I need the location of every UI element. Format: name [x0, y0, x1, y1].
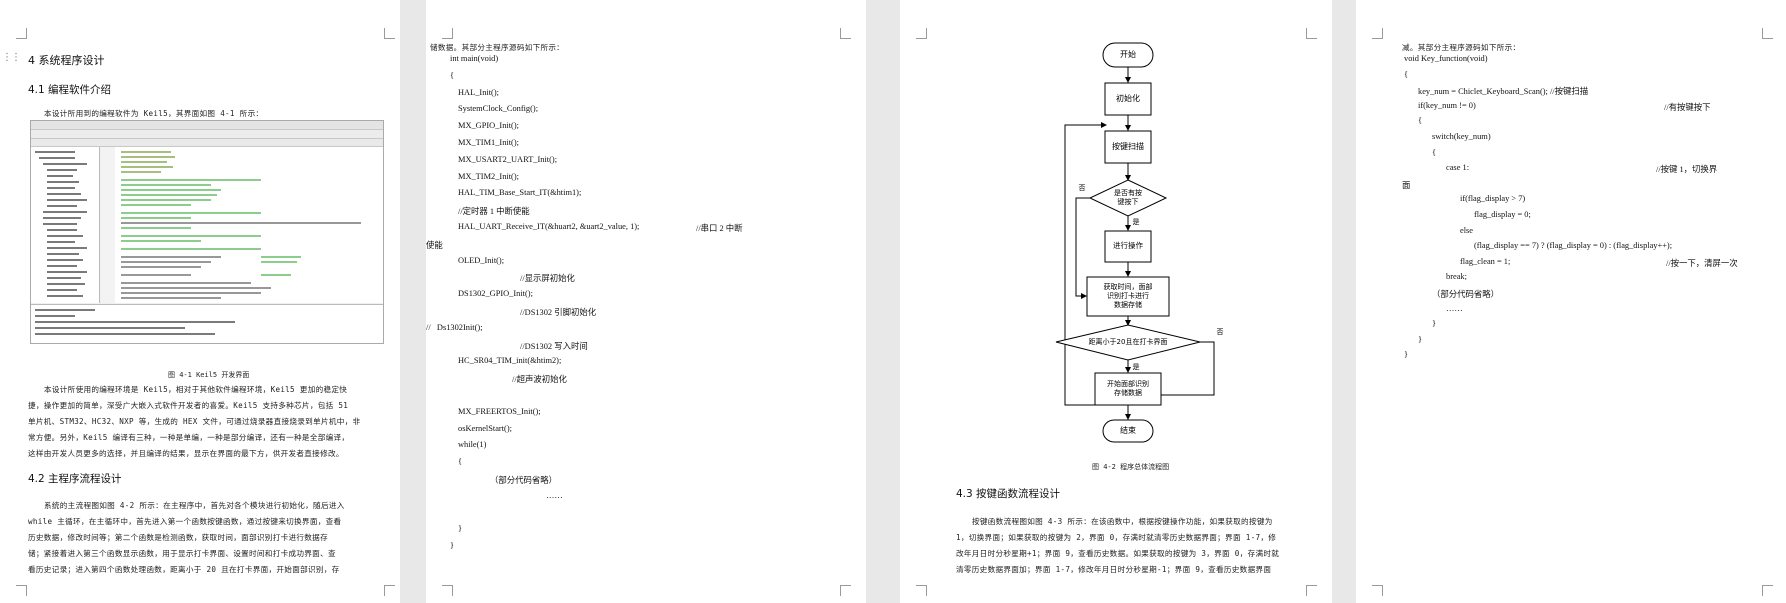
document-page-3: 开始初始化按键扫描是否有按 键按下进行操作获取时间，面部 识别打卡进行 数据存储…	[900, 0, 1332, 603]
flow-label-yes: 是	[1132, 217, 1140, 226]
code-line: MX_USART2_UART_Init();	[458, 154, 558, 164]
code-line: flag_display = 0;	[1474, 210, 1531, 219]
code-comment: //按键 1，切换界	[1656, 165, 1718, 175]
flow-gettime-node	[1086, 276, 1170, 317]
code-line: （部分代码省略）	[1432, 290, 1499, 299]
code-line: while(1)	[458, 440, 487, 450]
code-line: if(key_num != 0)	[1418, 100, 1476, 110]
code-line: //超声波初始化	[512, 375, 567, 385]
keil5-screenshot-image	[30, 120, 384, 344]
code-line: case 1:	[1446, 163, 1470, 173]
code-line: (flag_display == 7) ? (flag_display = 0)…	[1474, 241, 1673, 251]
document-page-1: ⋮⋮ 4 系统程序设计 4.1 编程软件介绍 本设计所用到的编程软件为 Keil…	[0, 0, 400, 603]
code-line: HAL_UART_Receive_IT(&huart2, &uart2_valu…	[458, 222, 640, 231]
code-line: key_num = Chiclet_Keyboard_Scan(); //按键扫…	[1418, 87, 1589, 97]
code-line: {	[1432, 147, 1437, 157]
flow-decision-key	[1088, 179, 1168, 217]
intro-text: 本设计所用到的编程软件为 Keil5，其界面如图 4-1 所示：	[44, 109, 264, 118]
code-line: OLED_Init();	[458, 255, 505, 265]
flow-label-gettime: 获取时间，面部 识别打卡进行 数据存储	[1103, 282, 1153, 309]
flow-label-start: 开始	[1120, 50, 1136, 59]
code-line: MX_TIM2_Init();	[458, 171, 519, 181]
code-line: 使能	[426, 240, 443, 250]
flow-label-decision2: 距离小于20且在打卡界面	[1088, 337, 1168, 346]
code-line: {	[1404, 69, 1409, 79]
subsection-heading: 4.1 编程软件介绍	[28, 84, 112, 96]
document-page-2: 储数据。其部分主程序源码如下所示： int main(void){HAL_Ini…	[426, 0, 866, 603]
figure-caption: 图 4-1 Keil5 开发界面	[168, 371, 250, 379]
code-line: {	[450, 70, 455, 80]
code-line: ……	[1446, 303, 1463, 313]
flow-label-end: 结束	[1120, 426, 1136, 435]
flow-label-init: 初始化	[1116, 94, 1140, 103]
code-line: //定时器 1 中断使能	[458, 207, 530, 217]
code-line: ……	[546, 490, 563, 500]
code-line: //DS1302 写入时间	[520, 341, 588, 351]
code-line: void Key_function(void)	[1404, 54, 1488, 63]
code-editor-pane	[101, 147, 383, 303]
code-line: MX_TIM1_Init();	[458, 138, 519, 147]
build-output-pane	[31, 304, 383, 343]
flow-label-decision1: 是否有按 键按下	[1114, 189, 1142, 206]
flow-label-yes: 是	[1132, 362, 1140, 371]
code-line: // Ds1302Init();	[426, 322, 483, 332]
subsection-heading: 4.2 主程序流程设计	[28, 473, 122, 485]
code-line: }	[1432, 319, 1437, 329]
project-tree	[31, 147, 100, 303]
code-line: }	[458, 524, 463, 534]
program-flowchart	[1055, 42, 1215, 443]
code-line: if(flag_display > 7)	[1460, 194, 1526, 204]
code-line: MX_GPIO_Init();	[458, 121, 519, 131]
code-line: else	[1460, 225, 1474, 235]
flow-label-face: 开始面部识别 存储数据	[1107, 380, 1149, 397]
section-heading: 4 系统程序设计	[28, 54, 105, 67]
code-line: SystemClock_Config();	[458, 104, 539, 114]
figure-caption: 图 4-2 程序总体流程图	[1092, 463, 1170, 471]
flow-init-node	[1104, 82, 1152, 116]
document-page-4: 减。其部分主程序源码如下所示： void Key_function(void) {…	[1356, 0, 1786, 603]
flow-label-no: 否	[1078, 183, 1086, 192]
code-comment: //有按键按下	[1664, 102, 1711, 112]
code-line: HC_SR04_TIM_init(&htim2);	[458, 356, 562, 366]
code-comment: //串口 2 中断	[696, 224, 743, 233]
code-line: HAL_Init();	[458, 87, 499, 97]
flow-face-node	[1094, 372, 1162, 406]
code-line: DS1302_GPIO_Init();	[458, 289, 533, 299]
code-lead-text: 储数据。其部分主程序源码如下所示：	[430, 43, 565, 52]
flow-end-node	[1102, 419, 1154, 443]
code-line: osKernelStart();	[458, 423, 512, 433]
flow-label-op: 进行操作	[1113, 241, 1143, 251]
code-line: {	[458, 457, 463, 467]
code-line: }	[1418, 334, 1423, 344]
drag-handle-icon[interactable]: ⋮⋮	[2, 52, 21, 63]
flow-label-no: 否	[1216, 327, 1224, 336]
code-line: switch(key_num)	[1432, 132, 1491, 141]
code-line: }	[450, 541, 455, 551]
code-line: flag_clean = 1;	[1460, 256, 1511, 266]
code-line: }	[1404, 350, 1409, 360]
code-line: MX_FREERTOS_Init();	[458, 406, 541, 416]
flow-scan-node	[1104, 130, 1152, 164]
flow-operate-node	[1104, 230, 1152, 263]
flow-label-scan: 按键扫描	[1112, 142, 1144, 151]
code-lead-text: 减。其部分主程序源码如下所示：	[1402, 43, 1521, 52]
code-line: {	[1418, 116, 1423, 126]
flow-decision-distance	[1055, 324, 1201, 361]
code-line: break;	[1446, 272, 1467, 282]
subsection-heading: 4.3 按键函数流程设计	[956, 488, 1061, 500]
code-line: 面	[1402, 180, 1411, 190]
code-line: int main(void)	[450, 54, 499, 63]
code-line: //DS1302 引脚初始化	[520, 308, 597, 317]
code-line: HAL_TIM_Base_Start_IT(&htim1);	[458, 188, 582, 198]
flow-start-node	[1102, 42, 1154, 68]
code-line: （部分代码省略）	[490, 476, 557, 485]
code-comment: //按一下，清屏一次	[1666, 258, 1738, 268]
code-line: //显示屏初始化	[520, 274, 575, 284]
